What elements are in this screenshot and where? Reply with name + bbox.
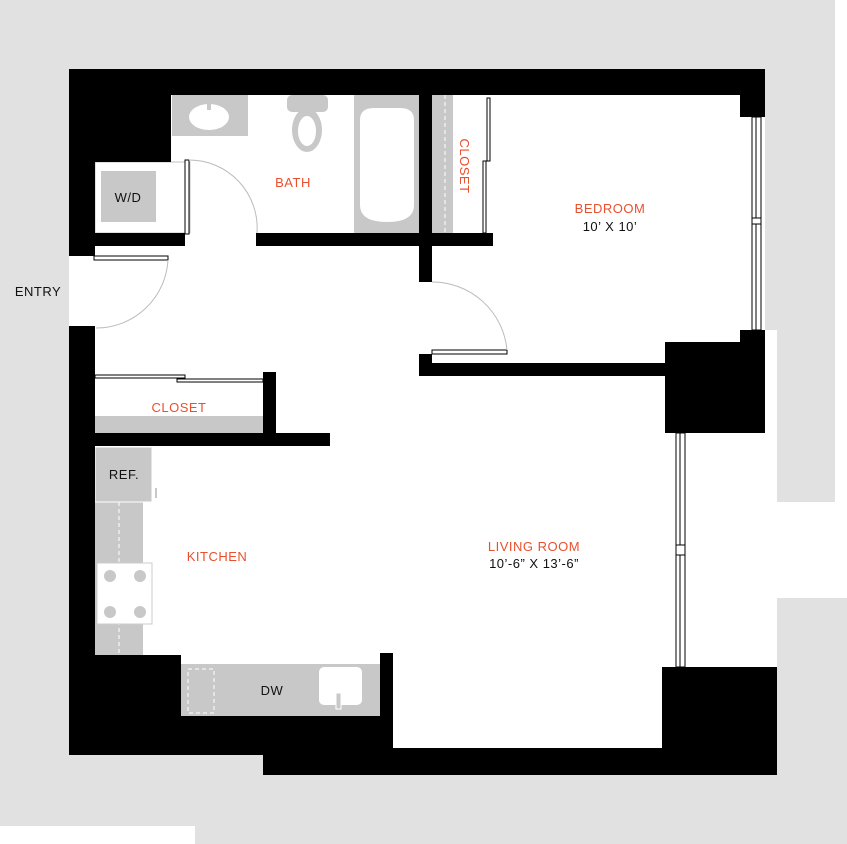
- bedroom-label: BEDROOM: [575, 201, 646, 216]
- windows: [675, 116, 762, 668]
- hall-closet-shelf: [95, 416, 263, 433]
- closet-bifold-door[interactable]: [486, 97, 491, 162]
- hall-closet-label: CLOSET: [151, 400, 206, 415]
- bedroom-size: 10’ X 10’: [583, 219, 638, 234]
- stove-icon: [96, 562, 153, 625]
- bedroom-door[interactable]: [431, 349, 508, 355]
- labels: ENTRY W/D BATH CLOSET BEDROOM 10’ X 10’ …: [15, 138, 646, 698]
- wd-label: W/D: [115, 190, 142, 205]
- kitchen-sink-icon: [319, 667, 362, 710]
- toilet-icon: [287, 95, 328, 152]
- refrigerator-label: REF.: [109, 467, 139, 482]
- bath-door[interactable]: [184, 159, 190, 235]
- doors: [93, 97, 508, 383]
- living-room-label: LIVING ROOM: [488, 539, 580, 554]
- bath-closet-label: CLOSET: [457, 138, 472, 193]
- bath-label: BATH: [275, 175, 311, 190]
- bath-sink-icon: [189, 104, 229, 130]
- fixtures: [94, 95, 453, 716]
- dishwasher-label: DW: [261, 683, 284, 698]
- living-room-size: 10’-6” X 13’-6”: [489, 556, 579, 571]
- washer-dryer: [101, 171, 156, 222]
- entry-label: ENTRY: [15, 284, 61, 299]
- walls: [69, 69, 777, 775]
- closet-shelf: [432, 95, 453, 233]
- bathtub-icon: [354, 95, 419, 233]
- hall-closet-sliding-door[interactable]: [94, 374, 186, 379]
- kitchen-label: KITCHEN: [187, 549, 248, 564]
- entry-door[interactable]: [93, 255, 169, 261]
